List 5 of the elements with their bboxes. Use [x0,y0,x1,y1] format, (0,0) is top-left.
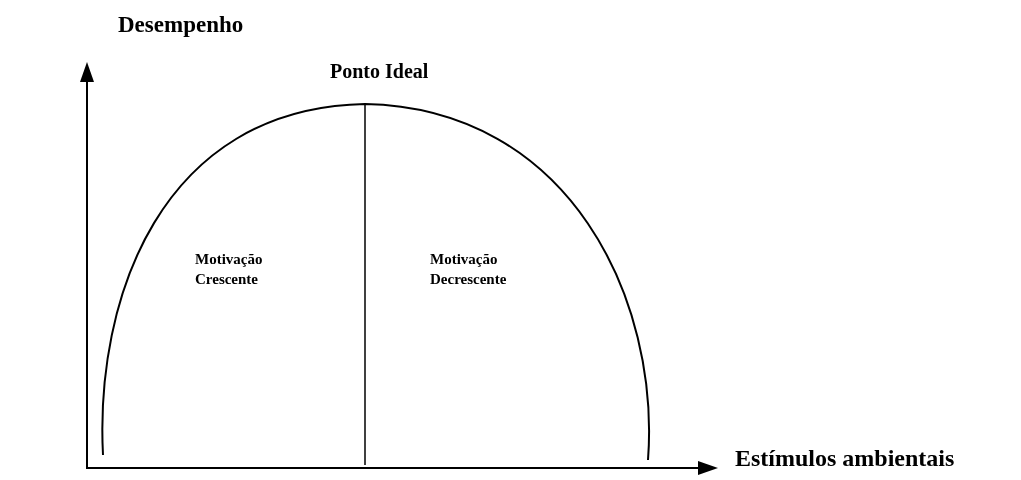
peak-label: Ponto Ideal [330,59,429,84]
region-label: Motivação Decrescente [430,250,508,289]
region-label: Motivação Crescente [195,250,264,289]
axis-label: Desempenho [118,11,244,39]
axis-label: Estímulos ambientais [735,444,955,473]
